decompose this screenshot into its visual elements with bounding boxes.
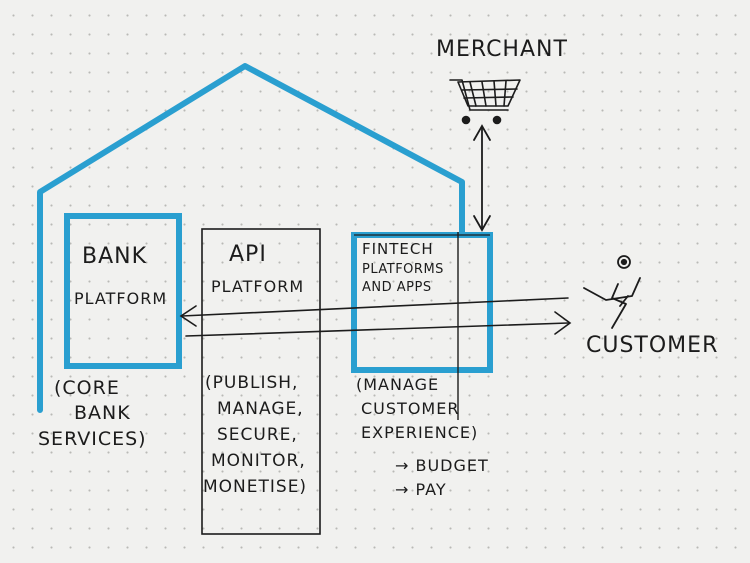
bank-platform-title-line2: PLATFORM bbox=[74, 289, 168, 308]
customer-to-bank-arrow bbox=[185, 311, 572, 337]
fintech-title-line: FINTECH bbox=[362, 240, 434, 258]
api-platform-box bbox=[201, 228, 321, 535]
person-figure-icon bbox=[583, 255, 641, 329]
house-outline bbox=[37, 63, 465, 413]
fintech-note-line: EXPERIENCE) bbox=[361, 423, 479, 442]
api-note-line: SECURE, bbox=[217, 425, 298, 445]
bank-platform-title-line1: BANK bbox=[82, 244, 148, 269]
api-note-line: (PUBLISH, bbox=[205, 373, 299, 393]
bank-note-line: (CORE bbox=[54, 377, 120, 399]
fintech-note-line: CUSTOMER bbox=[361, 399, 460, 418]
bank-platform-box bbox=[64, 213, 182, 369]
api-platform-title-line1: API bbox=[229, 242, 267, 267]
bank-note-line: BANK bbox=[74, 402, 131, 424]
fintech-note-line: (MANAGE bbox=[356, 375, 440, 394]
merchant-fintech-arrow bbox=[473, 124, 491, 232]
api-note-line: MANAGE, bbox=[217, 399, 304, 419]
customer-label: CUSTOMER bbox=[586, 333, 719, 358]
bank-to-customer-arrow bbox=[179, 297, 569, 327]
shopping-cart-icon bbox=[449, 79, 521, 125]
fintech-item-pay: → PAY bbox=[395, 480, 447, 499]
bank-note-line: SERVICES) bbox=[38, 428, 147, 450]
fintech-item-budget: → BUDGET bbox=[395, 456, 489, 475]
merchant-label: MERCHANT bbox=[436, 37, 568, 62]
api-note-line: MONITOR, bbox=[211, 451, 306, 471]
fintech-title-line: AND APPS bbox=[362, 280, 432, 295]
fintech-title-line: PLATFORMS bbox=[362, 262, 444, 277]
api-platform-title-line2: PLATFORM bbox=[211, 277, 305, 296]
api-note-line: MONETISE) bbox=[203, 477, 308, 497]
